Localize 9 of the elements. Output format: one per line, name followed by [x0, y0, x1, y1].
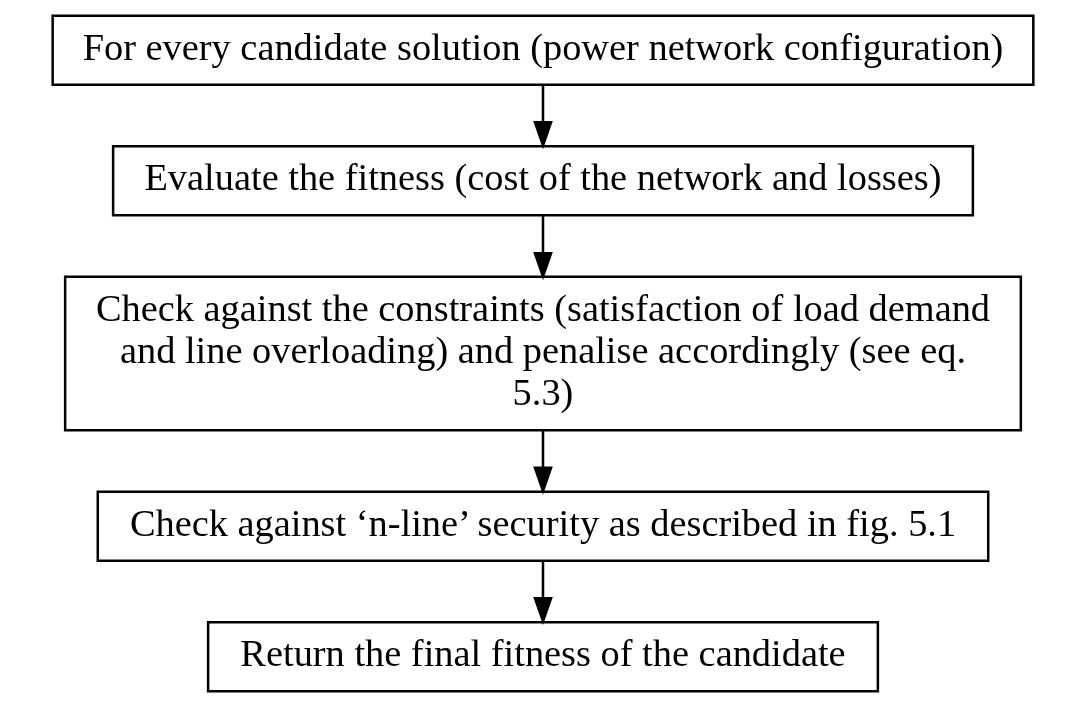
node-box: For every candidate solution (power network configuration) [50, 14, 1035, 87]
node-box: Return the final fitness of the candidate [206, 620, 879, 693]
arrow [532, 85, 553, 150]
node-box: Check against the constraints (satisfaction of load demand and line overloading) and penalise accordingly (see eq. 5.3) [63, 275, 1022, 432]
arrow [532, 430, 553, 495]
arrow [532, 216, 553, 281]
node-box: Check against ‘n-line’ security as described in fig. 5.1 [96, 490, 989, 562]
node-box: Evaluate the fitness (cost of the network and losses) [111, 145, 974, 217]
arrow [532, 561, 553, 626]
